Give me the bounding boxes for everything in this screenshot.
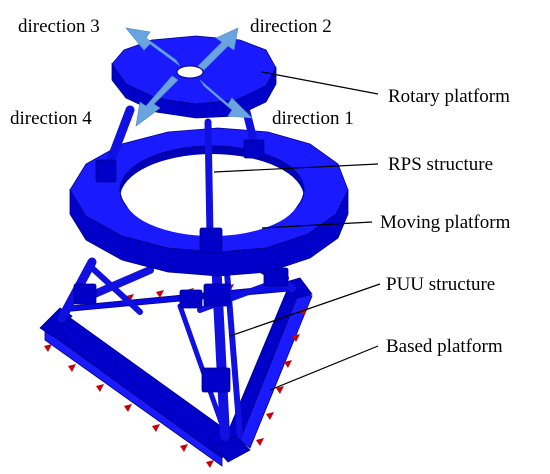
puu-structure-label: PUU structure [386,274,495,295]
rotary-leader [261,71,379,95]
direction-2-label: direction 2 [250,16,332,37]
constraint-marker [156,290,164,298]
constraint-marker [276,386,284,394]
callout-leaders [213,71,381,391]
based-platform [39,277,313,467]
moving-leader [261,221,373,229]
constraint-marker [124,404,132,412]
constraint-marker [284,360,292,368]
constraint-marker [152,424,160,432]
direction-arrows [125,27,253,127]
rps-structure [95,105,265,253]
rps-structure-label: RPS structure [388,154,493,175]
callout-labels: Rotary platform RPS structure Moving pla… [380,86,511,357]
direction-labels: direction 3 direction 2 direction 4 dire… [10,16,354,129]
constraint-marker [266,412,274,420]
based-platform-label: Based platform [386,336,503,357]
direction-4-label: direction 4 [10,108,92,129]
direction-1-label: direction 1 [272,108,354,129]
moving-platform-label: Moving platform [380,212,511,233]
constraint-marker [256,438,264,446]
constraint-marker [44,344,52,352]
constraint-marker [126,294,134,302]
puu-structure [57,255,296,441]
direction-2-arrow [197,27,239,71]
direction-3-arrow [125,27,181,67]
constraint-marker [292,334,300,342]
rotary-platform [111,35,277,119]
based-leader [269,345,379,391]
direction-3-label: direction 3 [18,16,100,37]
constraint-marker [96,384,104,392]
puu-leader [229,283,381,337]
constraint-marker [68,364,76,372]
rps-leader [213,163,379,173]
direction-4-arrow [135,75,179,127]
direction-1-arrow [199,79,253,119]
constraint-marker [206,460,214,468]
constraint-marker [180,444,188,452]
rotary-platform-label: Rotary platform [388,86,510,107]
